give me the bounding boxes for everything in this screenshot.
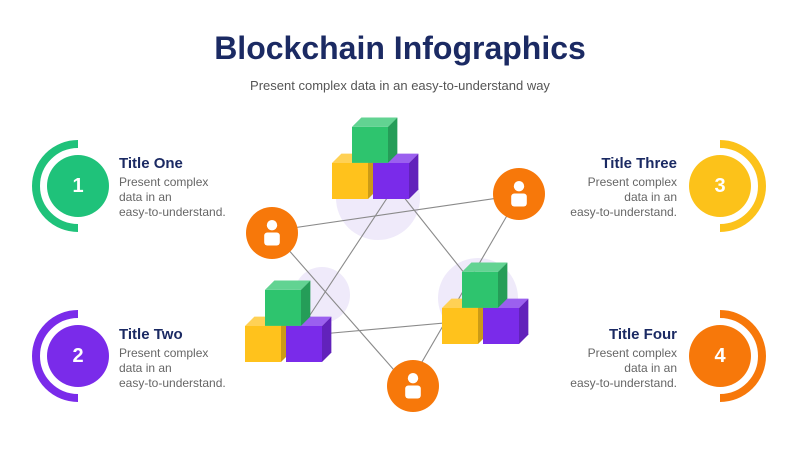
- cube-front-face: [442, 308, 478, 344]
- badge-number: 4: [714, 345, 726, 367]
- badge-ring: [32, 140, 79, 232]
- item-four: Title Four Present complex data in an ea…: [547, 326, 677, 391]
- badge-circle: [689, 325, 751, 387]
- cube-side-face: [519, 298, 529, 344]
- cube-front-face: [462, 271, 498, 308]
- cube-top-face: [352, 117, 398, 127]
- cube-cluster-icon: [245, 280, 332, 362]
- item-title: Title One: [119, 155, 183, 172]
- cube-cluster-icon: [332, 117, 419, 199]
- step-badge-3: 3: [689, 140, 766, 232]
- item-title: Title Three: [601, 155, 677, 172]
- badge-circle: [47, 325, 109, 387]
- cube-front-face: [332, 163, 368, 199]
- item-title: Title Four: [608, 326, 677, 343]
- item-description: Present complex data in an easy-to-under…: [570, 175, 677, 219]
- user-node: [246, 207, 298, 259]
- badge-ring: [32, 310, 79, 402]
- badge-ring: [719, 310, 766, 402]
- cube-side-face: [322, 316, 332, 362]
- step-badge-4: 4: [689, 310, 766, 402]
- badge-circle: [47, 155, 109, 217]
- user-head: [513, 181, 525, 192]
- item-title: Title Two: [119, 326, 183, 343]
- network-connectors: [271, 185, 520, 387]
- item-description: Present complex data in an easy-to-under…: [119, 175, 226, 219]
- step-badge-1: 1: [32, 140, 109, 232]
- user-node: [493, 168, 545, 220]
- cube-side-face: [409, 153, 419, 199]
- badge-number: 2: [72, 345, 83, 367]
- user-icon: [405, 373, 421, 399]
- page-title: Blockchain Infographics: [214, 30, 586, 66]
- item-three: Title Three Present complex data in an e…: [547, 155, 677, 220]
- user-icon: [264, 220, 280, 246]
- user-icon: [511, 181, 527, 207]
- badge-ring: [719, 140, 766, 232]
- item-description: Present complex data in an easy-to-under…: [570, 346, 677, 390]
- cube-top-face: [462, 262, 508, 272]
- cube-front-face: [373, 163, 409, 199]
- cube-front-face: [483, 308, 519, 344]
- badge-number: 3: [714, 175, 725, 197]
- cube-side-face: [388, 117, 398, 163]
- cube-front-face: [286, 326, 322, 362]
- cube-side-face: [301, 280, 311, 326]
- cube-cluster-icon: [442, 262, 529, 344]
- item-description: Present complex data in an easy-to-under…: [119, 346, 226, 390]
- cube: [462, 262, 508, 308]
- user-body: [405, 385, 421, 399]
- item-one: Title One Present complex data in an eas…: [119, 155, 249, 220]
- cube: [265, 280, 311, 326]
- cube-front-face: [245, 326, 281, 362]
- user-node: [387, 360, 439, 412]
- badge-number: 1: [72, 175, 83, 197]
- cube-front-face: [352, 126, 388, 163]
- cube-side-face: [498, 262, 508, 308]
- user-body: [264, 232, 280, 246]
- badge-circle: [689, 155, 751, 217]
- cube: [352, 117, 398, 163]
- cube-top-face: [265, 280, 311, 290]
- step-badge-2: 2: [32, 310, 109, 402]
- cube-front-face: [265, 289, 301, 326]
- page-subtitle: Present complex data in an easy-to-under…: [250, 78, 550, 93]
- user-head: [266, 220, 278, 231]
- user-head: [407, 373, 419, 384]
- item-two: Title Two Present complex data in an eas…: [119, 326, 249, 391]
- user-body: [511, 193, 527, 207]
